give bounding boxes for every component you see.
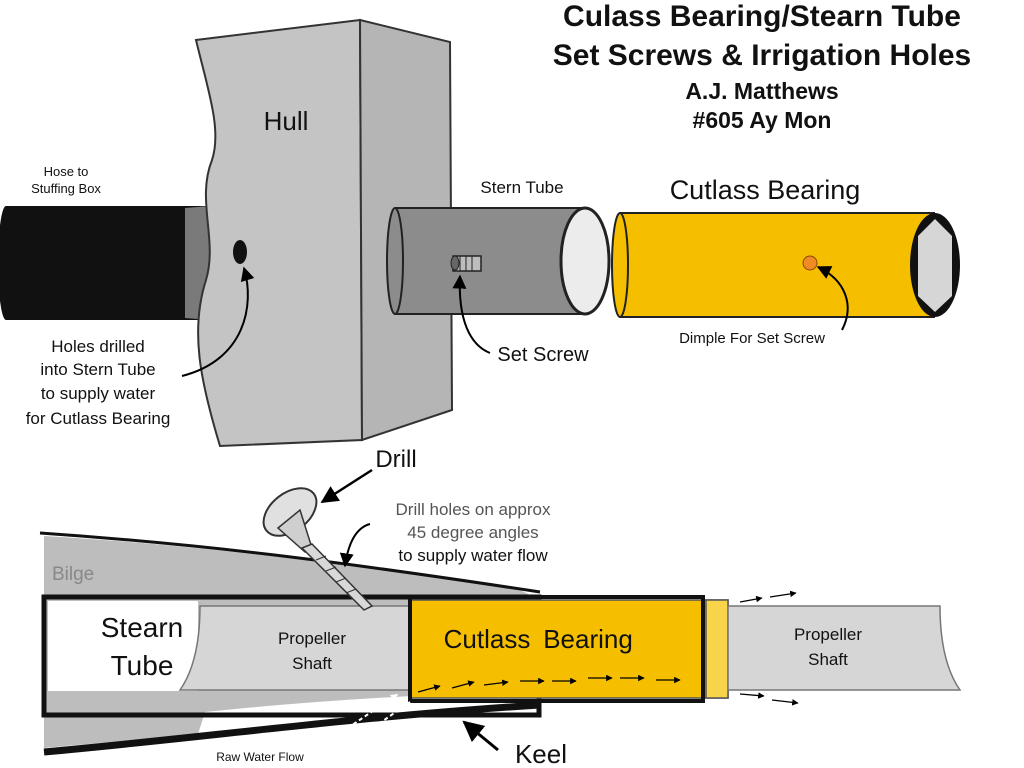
raw-water-flow-arrows [329, 693, 411, 745]
holes-label-4: for Cutlass Bearing [26, 409, 171, 428]
dimple-arrow [816, 266, 849, 331]
cutlass-bearing-outline [408, 595, 705, 703]
holes-arrow [181, 266, 255, 377]
hull-label: Hull [264, 106, 309, 136]
cutlass-bearing-top [611, 212, 960, 318]
keel-line [43, 701, 541, 756]
cutlass-label-part-2: Bearing [543, 624, 633, 654]
hose-label-1: Hose to [44, 164, 89, 179]
set-screw-arrow [452, 274, 491, 354]
keel-label: Keel [515, 739, 567, 768]
raw-water-flow-label: Raw Water Flow [216, 750, 304, 764]
stern-tube-label: Stern Tube [480, 178, 563, 197]
hose-to-stuffing-box [0, 206, 210, 320]
propeller-shaft-left [178, 605, 411, 691]
stearn-tube-label-2: Tube [111, 650, 174, 681]
drill-note-1: Drill holes on approx [396, 500, 551, 519]
holes-label-2: into Stern Tube [40, 360, 155, 379]
stern-tube-top [386, 206, 611, 316]
bilge-label: Bilge [52, 564, 94, 585]
set-screw-label: Set Screw [497, 344, 589, 366]
holes-label-3: to supply water [41, 384, 156, 403]
keel-arrow [462, 720, 499, 752]
propeller-shaft-right [727, 605, 962, 691]
cutlass-bearing-label: Cutlass Bearing [670, 175, 861, 205]
hose-label-2: Stuffing Box [31, 181, 101, 196]
propeller-shaft-right-label-1: Propeller [794, 625, 862, 644]
drill-label: Drill [375, 446, 416, 473]
title-line-2: Set Screws & Irrigation Holes [553, 39, 971, 72]
propeller-shaft-left-label-2: Shaft [292, 654, 332, 673]
drill-note-arrow [339, 523, 371, 568]
drill-note-2: 45 degree angles [407, 523, 538, 542]
cutlass-label-part-1: Cutlass [444, 624, 531, 654]
hull-outline-top [39, 531, 541, 594]
drill-bit [262, 487, 374, 611]
propeller-shaft-left-label-1: Propeller [278, 629, 346, 648]
holes-label-1: Holes drilled [51, 337, 145, 356]
set-screw [450, 255, 482, 272]
dimple-label: Dimple For Set Screw [679, 330, 825, 347]
drill-note-3: to supply water flow [398, 546, 548, 565]
water-flow-arrows [417, 590, 799, 706]
boat-name: #605 Ay Mon [693, 107, 832, 133]
drill-arrow [320, 468, 373, 504]
propeller-shaft-right-label-2: Shaft [808, 650, 848, 669]
title-line-1: Culass Bearing/Stearn Tube [563, 0, 961, 33]
author: A.J. Matthews [685, 78, 838, 104]
stearn-tube-label-1: Stearn [101, 612, 184, 643]
